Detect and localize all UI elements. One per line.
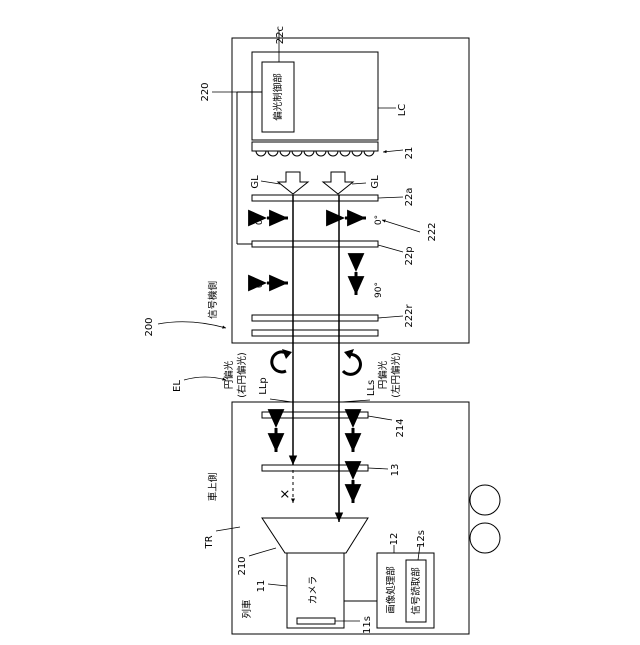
- leader-11: [268, 584, 287, 586]
- polarizer-control-label: 偏光制御部: [272, 73, 284, 121]
- led: [304, 151, 314, 156]
- ref-22a: 22a: [404, 188, 415, 207]
- ref-222: 222: [427, 222, 438, 241]
- ref-214: 214: [395, 418, 406, 437]
- leader-222: [382, 220, 420, 232]
- ref-22c: 22c: [275, 26, 286, 44]
- ref-220: 220: [200, 82, 211, 101]
- ref-22p: 22p: [404, 246, 415, 265]
- plate-222r-a: [252, 315, 378, 321]
- leader-200: [158, 322, 226, 328]
- hollow-arrow-right: [323, 172, 353, 194]
- led: [364, 151, 374, 156]
- signal-side-label: 信号機側: [207, 281, 219, 319]
- ref-13: 13: [390, 464, 401, 477]
- leader-222r: [378, 316, 403, 318]
- ref-12: 12: [389, 533, 400, 546]
- circular-arrow-right: [343, 354, 360, 374]
- plate-22a: [252, 195, 378, 201]
- liquid-crystal-panel: [252, 52, 378, 140]
- circular-right-line2: (左円偏光): [390, 352, 402, 397]
- leader-22p: [378, 245, 403, 252]
- ref-210: 210: [237, 556, 248, 575]
- leader-22a: [378, 197, 403, 198]
- led: [280, 151, 290, 156]
- circular-arrow-left-head: [282, 349, 292, 359]
- ref-GL-left: GL: [250, 175, 261, 189]
- circular-left-line2: (右円偏光): [236, 352, 248, 397]
- ref-200: 200: [144, 317, 155, 336]
- ref-TR: TR: [204, 535, 215, 549]
- plate-214: [262, 412, 368, 418]
- ref-222r: 222r: [404, 304, 415, 328]
- led: [352, 151, 362, 156]
- leader-21: [383, 150, 403, 152]
- signal-reader-label: 信号読取部: [410, 567, 422, 615]
- led: [340, 151, 350, 156]
- plate-22p: [252, 241, 378, 247]
- leader-210: [249, 548, 276, 556]
- ref-21: 21: [404, 147, 415, 160]
- ref-12s: 12s: [416, 530, 427, 548]
- leader-EL: [184, 377, 226, 380]
- led: [268, 151, 278, 156]
- wheel-upper: [470, 485, 500, 515]
- vehicle-side-label: 車上側: [207, 473, 219, 502]
- train-label: 列車: [241, 599, 253, 619]
- ref-11s: 11s: [362, 616, 373, 634]
- circular-left-line1: 円偏光: [223, 360, 235, 389]
- ref-LC: LC: [397, 104, 408, 117]
- camera-sensor: [297, 618, 335, 624]
- ref-LLp: LLp: [258, 377, 269, 395]
- led: [328, 151, 338, 156]
- angle-left-upper: 0°: [255, 215, 265, 225]
- blocked-symbol: ×: [278, 489, 293, 500]
- led: [256, 151, 266, 156]
- leader-13: [368, 468, 388, 469]
- led: [316, 151, 326, 156]
- led: [292, 151, 302, 156]
- ref-GL-right: GL: [370, 175, 381, 189]
- image-processor-label: 画像処理部: [385, 566, 397, 614]
- angle-left-middle: 0°: [255, 278, 265, 288]
- camera-label: カメラ: [308, 576, 319, 605]
- ref-LLs: LLs: [366, 380, 377, 396]
- wheel-lower: [470, 523, 500, 553]
- camera-lens: [262, 518, 368, 553]
- plate-13: [262, 465, 368, 471]
- ref-EL: EL: [172, 380, 183, 392]
- circular-right-line1: 円偏光: [377, 360, 389, 389]
- plate-222r-b: [252, 330, 378, 336]
- led-strip: [252, 142, 378, 151]
- ref-11: 11: [256, 580, 267, 593]
- leader-214: [368, 416, 392, 420]
- angle-right-middle: 90°: [374, 282, 384, 298]
- signal-device-box: [232, 38, 469, 343]
- leader-GL-left: [261, 181, 280, 184]
- hollow-arrow-left: [278, 172, 308, 194]
- leader-TR: [216, 527, 240, 531]
- led-row: [256, 151, 374, 156]
- leader-GL-right: [352, 183, 366, 184]
